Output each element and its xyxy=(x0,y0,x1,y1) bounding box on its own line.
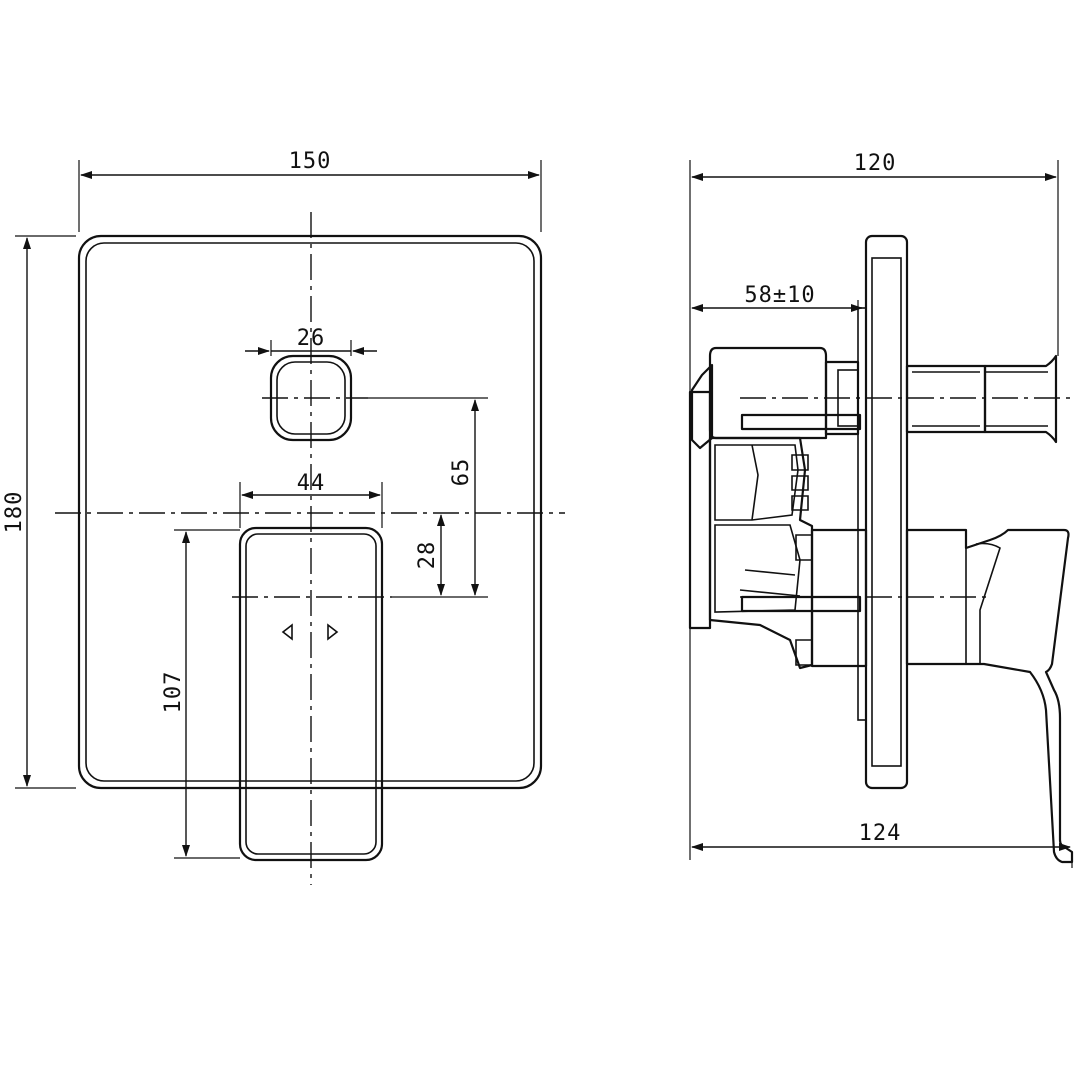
dim-label-107: 107 xyxy=(161,671,186,714)
cartridge-nuts xyxy=(795,534,813,666)
side-lever-detail xyxy=(965,542,1001,664)
front-cover-plate xyxy=(77,234,543,790)
dim-label-26: 26 xyxy=(297,326,326,351)
dim-label-150: 150 xyxy=(289,149,332,174)
dim-label-58: 58±10 xyxy=(744,283,815,308)
diverter-knob xyxy=(983,354,1058,444)
temperature-marker-right-icon xyxy=(327,623,339,641)
diverter-stem-line xyxy=(912,371,980,427)
cartridge-housing xyxy=(810,528,868,668)
diverter-stem xyxy=(905,364,987,434)
side-cover-plate-inner xyxy=(871,257,902,767)
temperature-marker-left-icon xyxy=(281,623,293,641)
valve-body-detail xyxy=(714,444,799,521)
dim-label-124: 124 xyxy=(859,821,902,846)
side-wall-flange xyxy=(857,307,867,721)
front-view: 150 180 26 44 65 28 107 xyxy=(2,149,565,885)
dim-label-28: 28 xyxy=(415,541,440,570)
mounting-rod-upper xyxy=(740,413,862,431)
valve-body-ports xyxy=(791,454,809,511)
dim-label-65: 65 xyxy=(449,458,474,487)
valve-body-detail-lower xyxy=(714,524,801,613)
dim-label-44: 44 xyxy=(297,471,326,496)
valve-body-top xyxy=(708,346,828,440)
side-lever-body xyxy=(905,528,1074,864)
dim-label-120: 120 xyxy=(854,151,897,176)
side-stem-collar-inner xyxy=(837,369,859,427)
front-cover-plate-inner xyxy=(85,242,535,782)
side-view: 120 58±10 124 xyxy=(688,151,1075,868)
diverter-knob-inner xyxy=(985,371,1048,427)
dim-label-180: 180 xyxy=(2,491,27,534)
mounting-rod-lower xyxy=(740,595,862,613)
